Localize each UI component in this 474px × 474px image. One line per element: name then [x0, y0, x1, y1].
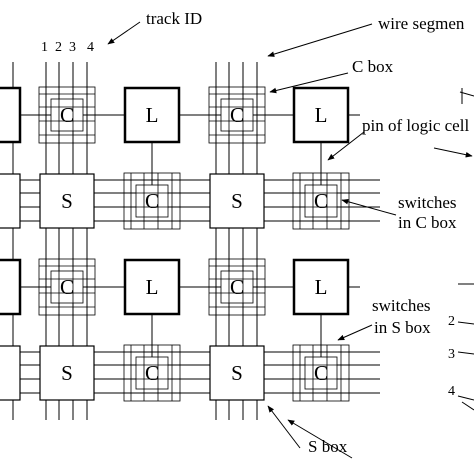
block-l-r0c2: L: [123, 86, 181, 144]
track-id-leader: [107, 21, 141, 45]
block-label: C: [60, 275, 74, 299]
block-label: S: [61, 189, 73, 213]
pin-leader: [327, 131, 365, 161]
block-label: S: [231, 361, 243, 385]
block-label: C: [230, 103, 244, 127]
wire-segment-leader: [267, 23, 373, 57]
switches-s-leader: [337, 324, 373, 341]
track-number-2: 2: [55, 40, 62, 55]
track-number-4: 4: [87, 40, 94, 55]
pin-label: pin of logic cell: [362, 116, 469, 135]
s-box-leader-2: [287, 419, 353, 459]
switches-s-label-line1: switches: [372, 296, 431, 315]
block-edge: [0, 258, 22, 316]
right-leader-7: [461, 401, 474, 411]
wire-segment-label: wire segmen: [378, 14, 465, 33]
right-leader-2: [433, 147, 473, 158]
block-s-r3c3: S: [209, 345, 265, 401]
right-number-4: 4: [448, 384, 455, 399]
s-box-leader-1: [267, 405, 301, 449]
track-id-label: track ID: [146, 9, 202, 28]
block-edge: [0, 86, 22, 144]
block-label: L: [146, 275, 159, 299]
block-edge: [0, 173, 21, 229]
block-c-r2c3: C: [208, 258, 266, 316]
block-label: L: [315, 275, 328, 299]
block-c-r0c1: C: [38, 86, 96, 144]
switches-c-label-line1: switches: [398, 193, 457, 212]
block-label: L: [315, 103, 328, 127]
block-s-r3c1: S: [39, 345, 95, 401]
block-label: S: [231, 189, 243, 213]
right-number-2: 2: [448, 314, 455, 329]
track-number-3: 3: [69, 40, 76, 55]
block-label: C: [145, 361, 159, 385]
block-c-r0c3: C: [208, 86, 266, 144]
block-label: C: [60, 103, 74, 127]
block-label: C: [314, 189, 328, 213]
block-s-r1c3: S: [209, 173, 265, 229]
block-l-r0c4: L: [292, 86, 350, 144]
right-leader-6: [457, 395, 474, 401]
switches-c-leader: [341, 198, 397, 216]
c-box-label: C box: [352, 57, 394, 76]
right-leader-4: [457, 321, 474, 325]
c-box-leader: [269, 72, 349, 94]
annotation-leaders: [107, 21, 474, 459]
s-box-label: S box: [308, 437, 348, 456]
track-number-1: 1: [41, 40, 48, 55]
block-edge: [0, 345, 21, 401]
switches-c-label-line2: in C box: [398, 213, 457, 232]
switches-s-label-line2: in S box: [374, 318, 431, 337]
block-c-r3c4: C: [292, 344, 350, 402]
block-label: C: [314, 361, 328, 385]
block-c-r2c1: C: [38, 258, 96, 316]
right-number-3: 3: [448, 347, 455, 362]
block-label: S: [61, 361, 73, 385]
block-label: C: [145, 189, 159, 213]
block-l-r2c4: L: [292, 258, 350, 316]
block-label: L: [146, 103, 159, 127]
block-c-r1c4: C: [292, 172, 350, 230]
block-c-r3c2: C: [123, 344, 181, 402]
block-c-r1c2: C: [123, 172, 181, 230]
block-s-r1c1: S: [39, 173, 95, 229]
block-l-r2c2: L: [123, 258, 181, 316]
block-array: C L C L S C S C C L C L S C S C: [0, 86, 350, 402]
block-label: C: [230, 275, 244, 299]
right-leader-5: [457, 351, 474, 355]
